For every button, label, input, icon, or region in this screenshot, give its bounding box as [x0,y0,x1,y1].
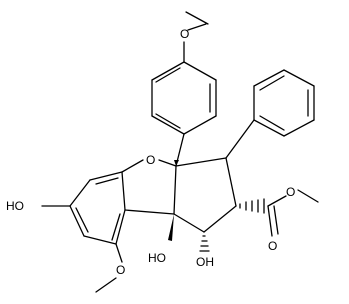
methoxy-bottom-oxygen-label: O [116,263,125,277]
furan-oxygen-label: O [146,153,155,167]
ester-oxygen-label: O [286,185,295,199]
wedge-c8b-oh [168,214,174,241]
hashed-wedge-c1-oh [199,235,210,252]
ester-carbonyl-oxygen-label: O [268,239,277,253]
methoxy-methyl-bottom [95,277,117,293]
methoxy-bond-bottom [115,243,123,263]
cyclopentane-ring [173,157,237,233]
ester-group: O O [267,185,319,253]
methoxyphenyl-ring [151,61,217,135]
hydroxyl-bottom-label: OH [196,255,214,269]
top-methoxy-group: O [180,11,209,63]
phenyl-ring [253,69,315,137]
top-ether-oxygen-label: O [180,27,189,41]
methyl-bond-top [185,11,209,25]
dihydrofuran-ring: O [121,153,177,215]
o-methyl-link [187,23,207,31]
hydroxyl-left-label: HO [6,199,24,213]
wedge-c3a [174,160,179,166]
hashed-wedge-c2-ester [239,198,265,214]
benzo-ring [69,171,126,245]
hydroxyl-bottom-left-label: HO [148,251,166,265]
phenyl-to-c3-bond [225,119,255,159]
